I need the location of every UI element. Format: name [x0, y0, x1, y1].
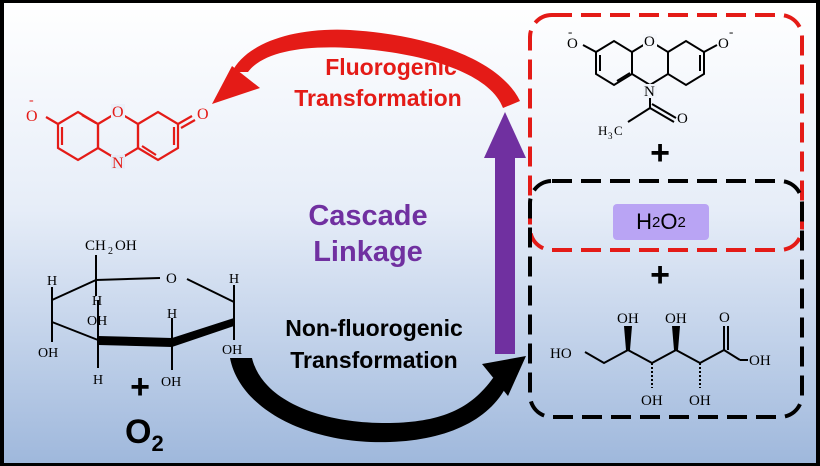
red-dashed-box [528, 13, 804, 252]
amplex-structure [582, 39, 718, 123]
nonfluorogenic-label-line1: Non-fluorogenic [285, 315, 463, 341]
amplex-methyl-sub: 3 [608, 131, 613, 141]
gluconic-oh-3: OH [641, 393, 663, 409]
gluconic-oh-2: OH [665, 311, 687, 327]
glucose-oh-4: OH [161, 375, 181, 390]
nonfluorogenic-label-line2: Transformation [290, 347, 458, 373]
amplex-ring-o-mask [643, 34, 657, 47]
glucose-h-5: H [93, 373, 103, 388]
glucose-ch2oh-sub: 2 [108, 246, 113, 257]
amplex-charge-left: - [568, 24, 572, 39]
fluorogenic-label-line2: Transformation [294, 85, 462, 111]
gluconic-oh-1: OH [617, 311, 639, 327]
glucose-oh-3: OH [222, 343, 242, 358]
amplex-ring-o: O [644, 34, 655, 50]
glucose-ch2oh-ch: CH [85, 238, 106, 254]
plus-amplex: + [650, 134, 670, 172]
fluorogenic-arrow-head [212, 66, 260, 104]
cascade-arrow-shaft [495, 158, 515, 354]
amplex-n-mask [643, 84, 657, 98]
resorufin-keto-o: O [197, 106, 209, 123]
resorufin-n-mask [111, 155, 125, 169]
resorufin-ring-o-mask [111, 104, 125, 118]
nonfluorogenic-arrow [230, 358, 510, 443]
gluconic-oh-4: OH [689, 393, 711, 409]
resorufin-structure [45, 110, 196, 162]
glucose-ch2oh-oh: OH [115, 238, 137, 254]
gluconic-carbonyl-o: O [719, 310, 730, 326]
cascade-arrow-head [484, 112, 526, 158]
glucose-ring-o: O [166, 271, 177, 287]
glucose-oh-2: OH [38, 346, 58, 361]
black-dashed-box [528, 179, 804, 419]
resorufin-ring-o: O [112, 104, 124, 121]
cascade-label-line2: Linkage [313, 236, 423, 268]
gluconic-structure [584, 326, 748, 388]
amplex-n: N [644, 84, 655, 100]
glucose-oh-1: OH [87, 314, 107, 329]
cascade-label-line1: Cascade [308, 200, 428, 232]
fluorogenic-label-line1: Fluorogenic [325, 54, 457, 80]
amplex-o-left: O [567, 36, 578, 52]
glucose-h-4: H [167, 307, 177, 322]
oxygen-label: O2 [125, 413, 164, 456]
amplex-charge-right: - [729, 24, 733, 39]
resorufin-charge: - [29, 93, 34, 108]
fluorogenic-arrow [232, 29, 520, 109]
glucose-h-2: H [92, 294, 102, 309]
gluconic-ho: HO [550, 346, 572, 362]
glucose-h-1: H [47, 274, 57, 289]
gluconic-oh-5: OH [749, 353, 771, 369]
resorufin-o-minus: O [26, 108, 38, 125]
amplex-carbonyl-o: O [677, 111, 688, 127]
amplex-methyl-h: H [598, 123, 607, 138]
amplex-o-right: O [718, 36, 729, 52]
amplex-methyl-c: C [614, 123, 623, 138]
nonfluorogenic-arrow-head [482, 356, 526, 396]
plus-glucose: + [130, 368, 150, 406]
glucose-structure [51, 255, 235, 370]
resorufin-n: N [112, 155, 124, 172]
plus-gluconic: + [650, 256, 670, 294]
glucose-h-3: H [229, 272, 239, 287]
